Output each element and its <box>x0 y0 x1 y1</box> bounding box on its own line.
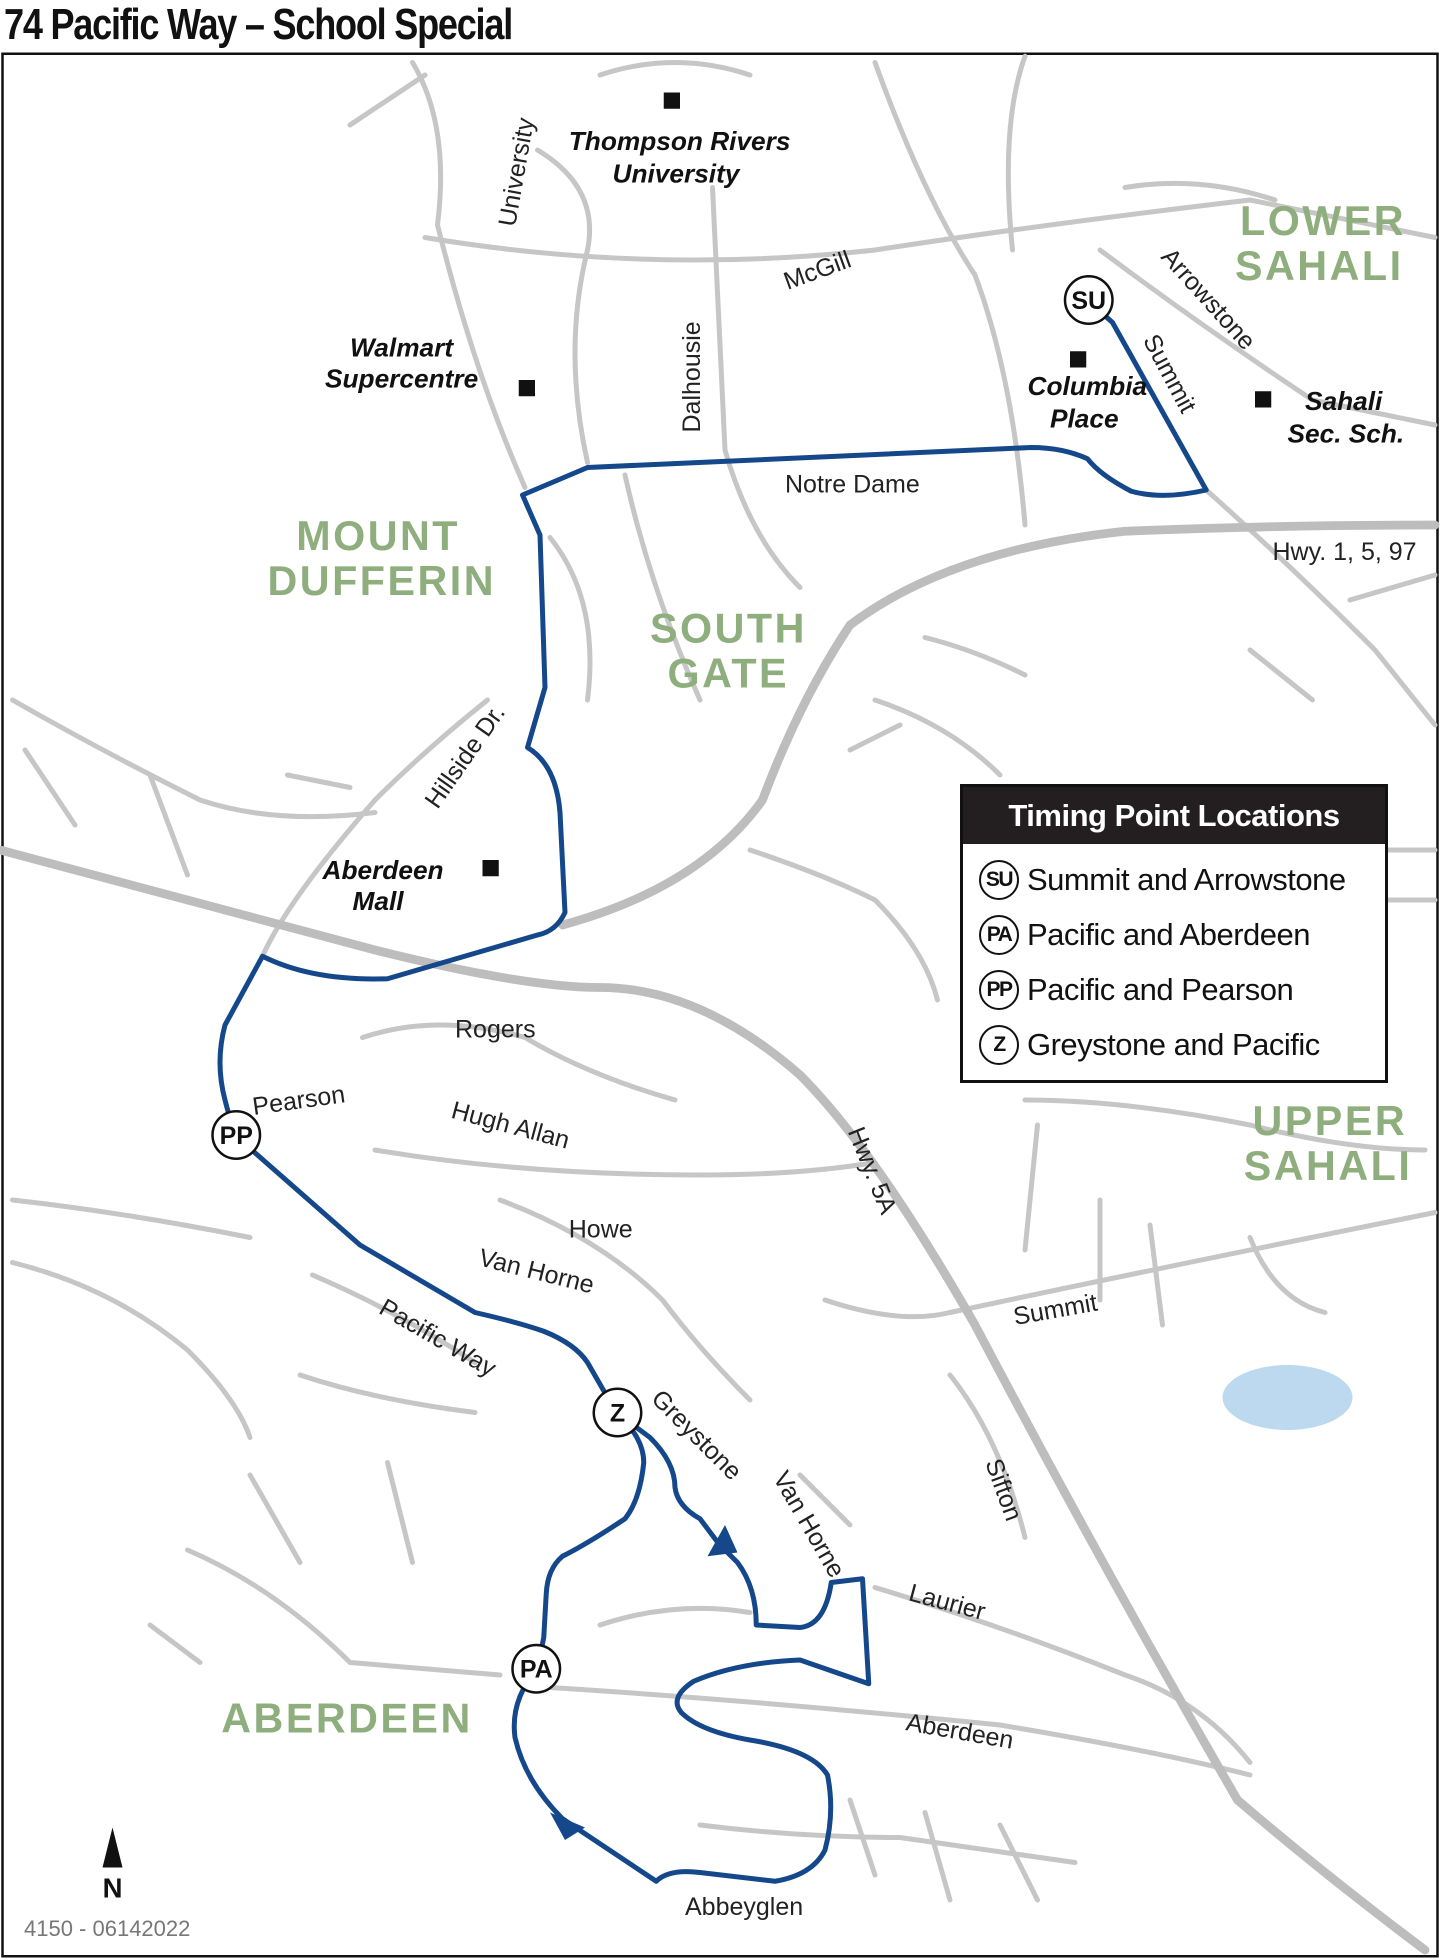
map-frame <box>1 52 1439 1958</box>
landmark-marker-icon <box>1255 391 1272 408</box>
street-laurier: Laurier <box>906 1579 988 1626</box>
hood-upper-sahali-2: SAHALI <box>1244 1143 1413 1189</box>
direction-arrow-icon <box>707 1525 738 1557</box>
place-aberdeen-mall-1: Aberdeen <box>322 855 444 885</box>
street-abbeyglen: Abbeyglen <box>685 1893 803 1921</box>
place-columbia-2: Place <box>1050 404 1119 434</box>
hood-mount-dufferin-1: MOUNT <box>296 513 460 559</box>
legend-item: SU Summit and Arrowstone <box>963 852 1385 907</box>
place-labels: Thompson Rivers University Walmart Super… <box>322 126 1405 916</box>
legend-item: Z Greystone and Pacific <box>963 1017 1385 1072</box>
north-arrow-icon <box>102 1827 123 1868</box>
timing-point-z[interactable]: Z <box>592 1387 643 1438</box>
north-label: N <box>103 1873 123 1904</box>
legend-badge: PP <box>979 969 1019 1010</box>
hood-south-gate-2: GATE <box>668 651 790 697</box>
street-van-horne: Van Horne <box>476 1244 597 1300</box>
timing-point-pp-label: PP <box>220 1122 253 1150</box>
hood-lower-sahali-1: LOWER <box>1240 198 1406 244</box>
hood-mount-dufferin-2: DUFFERIN <box>268 558 497 604</box>
legend-item: PA Pacific and Aberdeen <box>963 907 1385 962</box>
street-dalhousie: Dalhousie <box>678 321 706 432</box>
timing-point-su-label: SU <box>1071 287 1106 315</box>
hood-upper-sahali-1: UPPER <box>1253 1098 1408 1144</box>
landmark-marker-icon <box>482 860 499 877</box>
street-university: University <box>493 115 540 228</box>
road-network <box>10 53 1438 1903</box>
street-aberdeen: Aberdeen <box>904 1708 1016 1754</box>
legend-label: Pacific and Aberdeen <box>1027 916 1311 952</box>
highways <box>0 520 1440 1955</box>
place-sahali-1: Sahali <box>1305 386 1383 416</box>
street-sifton: Sifton <box>979 1455 1027 1525</box>
landmarks <box>482 92 1272 877</box>
place-tru-1: Thompson Rivers <box>569 126 791 156</box>
hood-south-gate-1: SOUTH <box>650 606 807 652</box>
landmark-marker-icon <box>663 92 680 109</box>
north-arrow: N <box>102 1827 123 1904</box>
street-hugh-allan: Hugh Allan <box>448 1096 572 1154</box>
timing-point-pa-label: PA <box>520 1656 553 1684</box>
hood-lower-sahali-2: SAHALI <box>1235 243 1404 289</box>
street-howe: Howe <box>569 1216 633 1244</box>
street-hwy-5a: Hwy. 5A <box>842 1123 902 1218</box>
legend-label: Summit and Arrowstone <box>1027 861 1346 897</box>
legend-badge: PA <box>979 914 1019 955</box>
legend-item: PP Pacific and Pearson <box>963 962 1385 1017</box>
landmark-marker-icon <box>1070 351 1087 368</box>
direction-arrow-icon <box>550 1812 585 1840</box>
timing-points: SU PP Z PA <box>211 275 1114 1694</box>
landmark-marker-icon <box>518 380 535 397</box>
timing-point-legend: Timing Point Locations SU Summit and Arr… <box>960 784 1388 1083</box>
legend-title: Timing Point Locations <box>963 787 1385 844</box>
place-tru-2: University <box>613 159 741 189</box>
street-hwy-1-5-97: Hwy. 1, 5, 97 <box>1273 538 1417 566</box>
legend-label: Pacific and Pearson <box>1027 971 1294 1007</box>
map-title: 74 Pacific Way – School Special <box>4 0 513 49</box>
street-notre-dame: Notre Dame <box>785 471 920 499</box>
place-sahali-2: Sec. Sch. <box>1288 419 1405 449</box>
street-rogers: Rogers <box>455 1016 536 1044</box>
timing-point-pa[interactable]: PA <box>511 1643 562 1694</box>
street-pacific-way: Pacific Way <box>375 1293 502 1382</box>
place-walmart-2: Supercentre <box>325 364 478 394</box>
map-code: 4150 - 06142022 <box>24 1916 191 1941</box>
legend-badge: SU <box>979 859 1019 900</box>
hood-aberdeen: ABERDEEN <box>221 1696 473 1742</box>
legend-badge: Z <box>979 1024 1019 1065</box>
legend-label: Greystone and Pacific <box>1027 1026 1320 1062</box>
neighbourhood-labels: LOWER SAHALI MOUNT DUFFERIN SOUTH GATE U… <box>221 198 1413 1742</box>
place-columbia-1: Columbia <box>1028 371 1148 401</box>
place-aberdeen-mall-2: Mall <box>353 886 405 916</box>
timing-point-pp[interactable]: PP <box>211 1110 262 1160</box>
street-pearson: Pearson <box>251 1080 347 1121</box>
timing-point-z-label: Z <box>610 1399 625 1427</box>
route-line <box>217 297 1209 1884</box>
place-walmart-1: Walmart <box>350 332 454 362</box>
pond <box>1222 1365 1353 1430</box>
street-greystone: Greystone <box>646 1384 747 1485</box>
timing-point-su[interactable]: SU <box>1063 275 1114 325</box>
